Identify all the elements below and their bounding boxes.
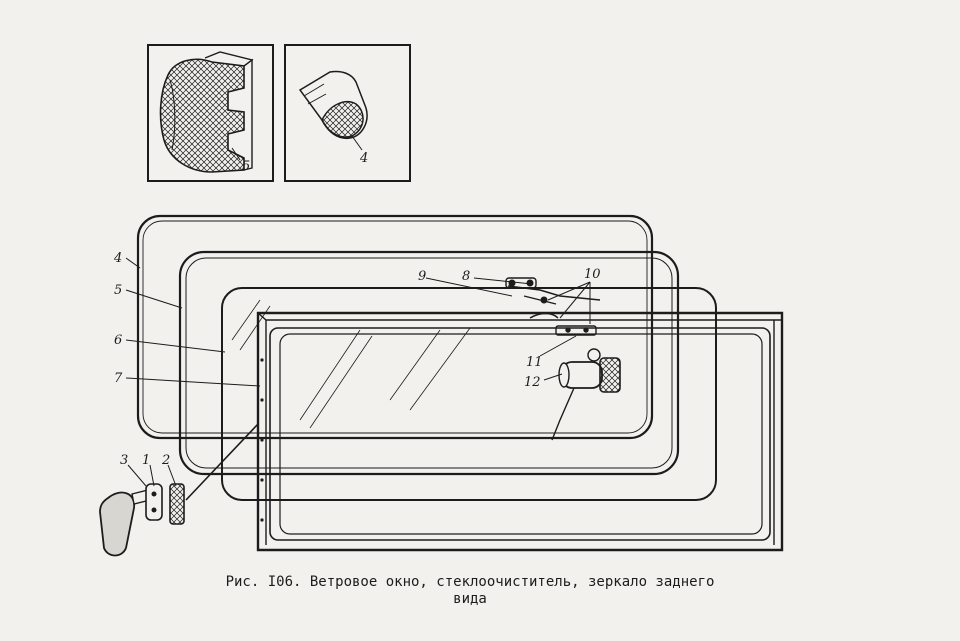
rear-view-mirror	[99, 423, 259, 557]
wiper-linkage	[505, 277, 601, 336]
callout-4: 4	[113, 251, 122, 266]
caption-line-1: Рис. I06. Ветровое окно, стеклоочистител…	[225, 574, 715, 590]
callout-5: 5	[114, 283, 122, 298]
callout-9: 9	[418, 269, 426, 284]
callout-12: 12	[524, 375, 541, 390]
moulding-4	[136, 214, 654, 440]
wiper-motor-12	[551, 348, 621, 441]
glass-reflection-lines	[231, 299, 471, 429]
seal-profile-inset: 5	[147, 44, 274, 182]
figure-caption: Рис. I06. Ветровое окно, стеклоочистител…	[150, 574, 790, 608]
callout-labels: 4 5 6 7 9 8 10 11 12 3 1 2	[113, 251, 601, 468]
inset-label-5: 5	[242, 159, 250, 174]
callout-2: 2	[161, 453, 170, 468]
leader-lines	[125, 257, 591, 487]
callout-3: 3	[120, 453, 128, 468]
callout-8: 8	[462, 269, 470, 284]
callout-10: 10	[584, 267, 601, 282]
glass-6	[221, 287, 717, 501]
callout-1: 1	[142, 453, 150, 468]
moulding-profile-inset: 4	[284, 44, 411, 182]
seal-5	[178, 250, 680, 476]
callout-11: 11	[526, 355, 543, 370]
caption-line-2: вида	[453, 591, 487, 607]
window-frame-7	[256, 311, 784, 552]
callout-7: 7	[114, 371, 123, 386]
callout-6: 6	[114, 333, 122, 348]
inset-label-4: 4	[359, 151, 368, 166]
